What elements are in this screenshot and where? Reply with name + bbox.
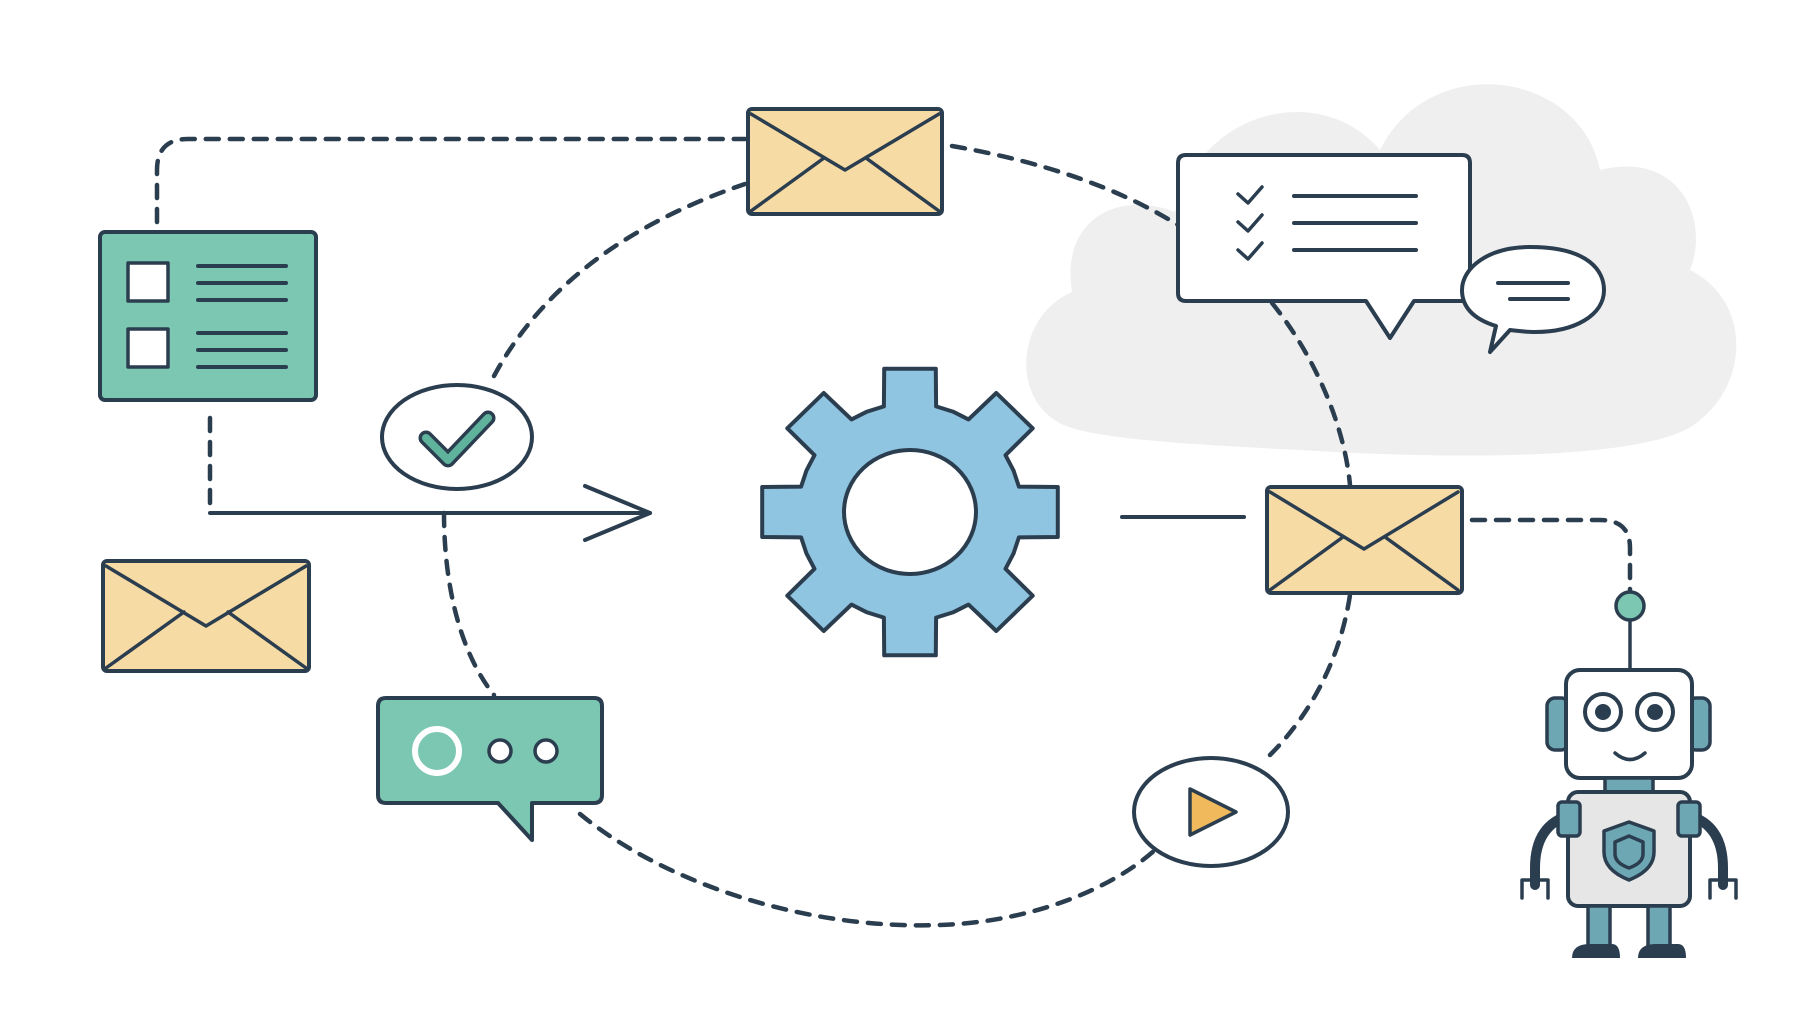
connector-bottom-arc [577,811,1158,928]
play-icon [1132,756,1290,868]
flow-arrow [208,484,1246,542]
connector-list-to-top-envelope [154,136,748,225]
envelope-icon-right [1265,485,1464,595]
checkmark-icon [380,383,534,491]
connector-play-to-envelope [1267,592,1353,758]
chat-bubble-icon [376,696,604,842]
envelope-icon-left [101,559,311,673]
connector-tasks-to-envelope [1269,300,1353,488]
gear-icon [760,366,1060,658]
checklist-panel-icon [98,230,318,402]
connector-top-envelope-to-tasks [949,143,1181,228]
connector-envelope-to-robot [1469,517,1633,593]
connector-arc-to-chat [441,510,497,698]
message-bubble-icon [1460,245,1606,354]
envelope-icon-top [746,107,944,216]
connector-arc-check-to-top-envelope [491,181,748,379]
task-list-bubble-icon [1176,153,1472,340]
connectors [154,136,1633,928]
robot-icon [1520,590,1738,958]
